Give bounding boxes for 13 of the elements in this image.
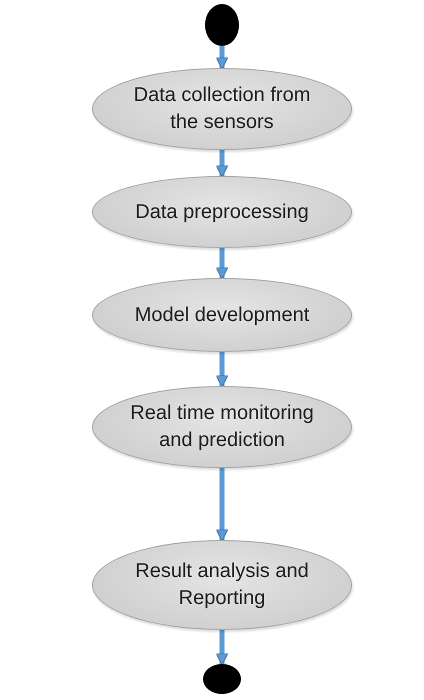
- arrow: [216, 630, 228, 666]
- process-label: Data preprocessing: [135, 200, 309, 224]
- process-label: Real time monitoring and prediction: [129, 401, 315, 453]
- process-label: Model development: [134, 302, 310, 328]
- terminal-circle: [205, 4, 239, 46]
- arrow: [216, 468, 228, 542]
- arrow: [216, 150, 228, 178]
- process-label: Data collection from the sensors: [132, 83, 312, 135]
- process-label: Result analysis and Reporting: [134, 559, 310, 611]
- arrow: [216, 46, 228, 70]
- arrow: [216, 248, 228, 280]
- arrow: [216, 352, 228, 388]
- terminal-circle: [203, 664, 241, 694]
